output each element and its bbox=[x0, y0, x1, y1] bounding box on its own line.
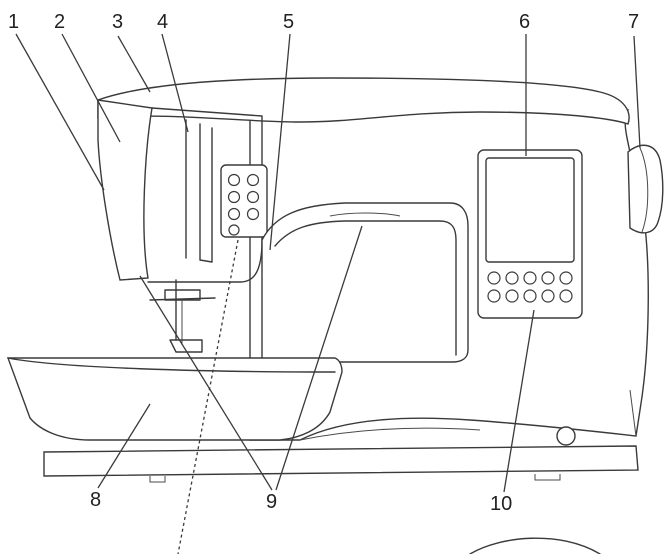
leader-9a bbox=[139, 275, 273, 491]
callout-1: 1 bbox=[8, 11, 19, 33]
base-foot-left bbox=[149, 476, 166, 483]
base-foot-right bbox=[534, 474, 561, 481]
panel-button-4[interactable] bbox=[246, 190, 260, 204]
body-right-edge bbox=[629, 389, 637, 437]
panel-button-1[interactable] bbox=[227, 173, 241, 187]
arm-opening-inner bbox=[274, 220, 457, 356]
leader-7 bbox=[633, 35, 641, 149]
leader-10 bbox=[503, 309, 535, 493]
free-arm-top bbox=[7, 357, 336, 373]
callout-6: 6 bbox=[519, 11, 530, 33]
screen-button-grid bbox=[487, 271, 573, 303]
leader-3 bbox=[117, 35, 151, 93]
screen-button-2[interactable] bbox=[505, 271, 519, 285]
screen-button-9[interactable] bbox=[541, 289, 555, 303]
base-plate bbox=[43, 445, 639, 477]
thread-cutter-bar bbox=[329, 212, 401, 217]
take-up-slot-2 bbox=[199, 123, 213, 263]
body-lower-curve bbox=[299, 427, 481, 441]
accessory-outline bbox=[469, 537, 601, 554]
panel-button-5[interactable] bbox=[227, 207, 241, 221]
head-front bbox=[97, 99, 153, 281]
leader-9b bbox=[275, 225, 363, 491]
screen-button-6[interactable] bbox=[487, 289, 501, 303]
leader-2 bbox=[61, 33, 121, 143]
leader-4 bbox=[161, 33, 189, 133]
touch-screen[interactable] bbox=[485, 157, 575, 263]
panel-button-6[interactable] bbox=[246, 207, 260, 221]
screen-button-5[interactable] bbox=[559, 271, 573, 285]
panel-button-3[interactable] bbox=[227, 190, 241, 204]
presser-foot-shoe bbox=[169, 339, 203, 353]
screen-button-7[interactable] bbox=[505, 289, 519, 303]
leader-5 bbox=[269, 33, 291, 251]
leader-1 bbox=[15, 33, 105, 191]
callout-7: 7 bbox=[628, 11, 639, 33]
screen-button-1[interactable] bbox=[487, 271, 501, 285]
panel-button-2[interactable] bbox=[246, 173, 260, 187]
leader-dashed bbox=[177, 239, 239, 554]
leader-8 bbox=[97, 403, 151, 489]
panel-button-7[interactable] bbox=[228, 224, 240, 236]
handwheel bbox=[627, 144, 664, 234]
left-button-panel bbox=[220, 164, 268, 238]
handwheel-rim bbox=[639, 147, 649, 233]
callout-2: 2 bbox=[54, 11, 65, 33]
top-cover bbox=[97, 77, 630, 125]
needle-clamp bbox=[164, 289, 201, 301]
callout-9: 9 bbox=[266, 491, 277, 513]
presser-foot bbox=[149, 297, 216, 301]
screen-button-8[interactable] bbox=[523, 289, 537, 303]
screen-button-4[interactable] bbox=[541, 271, 555, 285]
power-socket bbox=[556, 426, 576, 446]
screen-button-3[interactable] bbox=[523, 271, 537, 285]
callout-5: 5 bbox=[283, 11, 294, 33]
arm-opening bbox=[261, 202, 469, 363]
callout-8: 8 bbox=[90, 489, 101, 511]
screen-button-10[interactable] bbox=[559, 289, 573, 303]
free-arm bbox=[6, 357, 343, 441]
callout-10: 10 bbox=[490, 493, 512, 515]
callout-4: 4 bbox=[157, 11, 168, 33]
callout-3: 3 bbox=[112, 11, 123, 33]
